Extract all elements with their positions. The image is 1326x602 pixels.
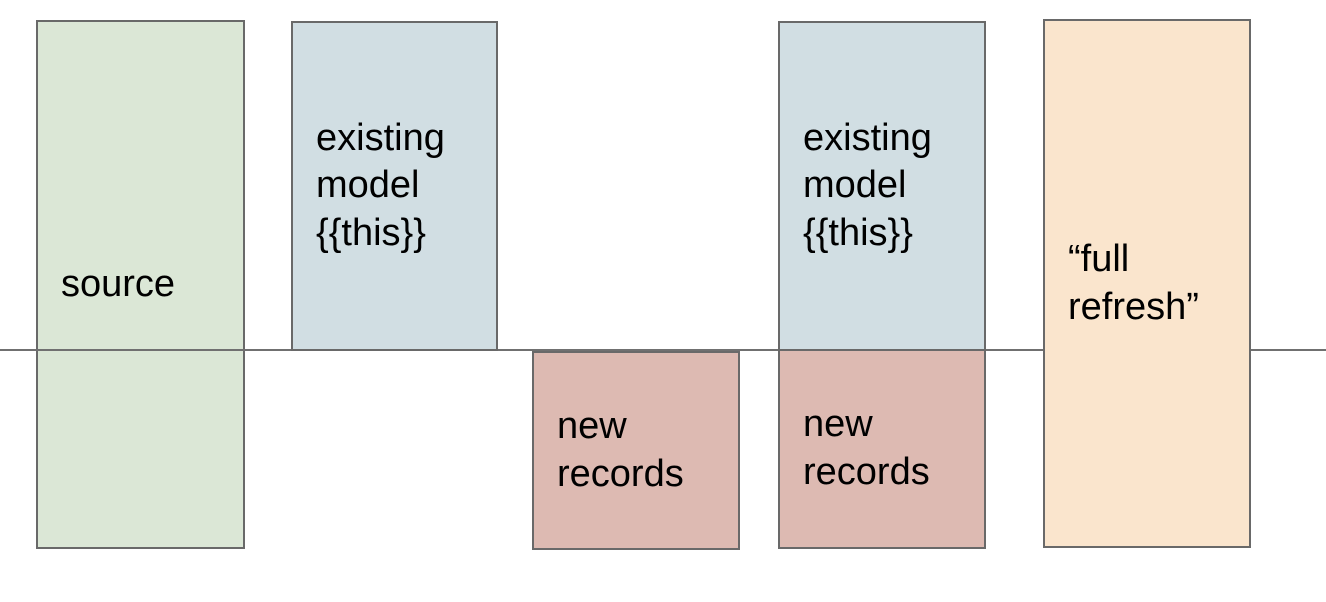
new-records-box-1-label: new records (557, 405, 684, 495)
full-refresh-box: “full refresh” (1043, 19, 1251, 548)
new-records-box-2: new records (778, 348, 986, 549)
timeline-divider (0, 349, 1326, 351)
new-records-box-2-label: new records (803, 403, 930, 493)
existing-model-box-1-label: existing model {{this}} (316, 116, 445, 254)
full-refresh-box-label: “full refresh” (1068, 238, 1199, 328)
existing-model-box-1: existing model {{this}} (291, 21, 498, 351)
existing-model-box-2-label: existing model {{this}} (803, 116, 932, 254)
new-records-box-1: new records (532, 351, 740, 550)
source-box: source (36, 20, 245, 549)
existing-model-box-2: existing model {{this}} (778, 21, 986, 351)
source-box-label: source (61, 262, 176, 305)
